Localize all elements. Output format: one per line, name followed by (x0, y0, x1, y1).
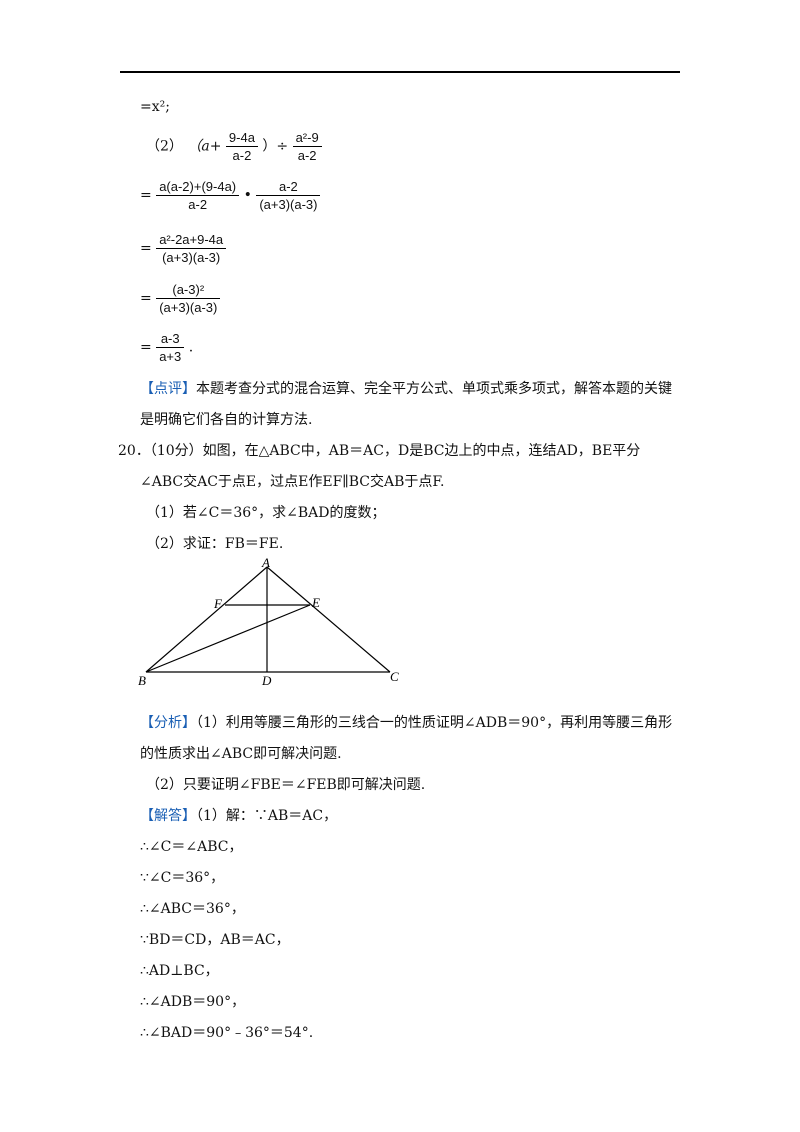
triangle-figure: A F E B D C (138, 555, 399, 688)
fraction: a-3 a+3 (156, 331, 185, 363)
fraction: (a-3)² (a+3)(a-3) (156, 282, 221, 314)
fraction-numerator: a²-2a+9-4a (159, 232, 224, 247)
equals-sign: = (140, 240, 152, 257)
answer-step: ∵∠C＝36°， (140, 870, 225, 886)
label-f: F (213, 596, 223, 611)
label-d: D (261, 673, 272, 688)
step-4: = a-3 a+3 . (140, 332, 193, 363)
fraction-denominator: a-2 (292, 146, 322, 162)
fraction-numerator: a-3 (160, 331, 180, 346)
label-b: B (138, 673, 146, 688)
fraction-numerator: a²-9 (295, 130, 319, 145)
line-x-squared: =x²; (140, 99, 170, 115)
step-1: = a(a-2)+(9-4a) a-2 • a-2 (a+3)(a-3) (140, 179, 321, 211)
answer-step: ∴∠C＝∠ABC， (140, 839, 243, 855)
question-20-line-2: ∠ABC交AC于点E，过点E作EF∥BC交AB于点F. (140, 474, 445, 490)
fraction-numerator: a-2 (279, 179, 298, 194)
answer-step: ∴∠ABC＝36°， (140, 901, 245, 917)
question-20-sub-1: （1）若∠C＝36°，求∠BAD的度数； (146, 505, 386, 521)
answer-step: ∵BD＝CD，AB＝AC， (140, 932, 290, 948)
fraction-denominator: (a+3)(a-3) (256, 195, 321, 211)
comment-text-1: 本题考查分式的混合运算、完全平方公式、单项式乘多项式，解答本题的关键 (196, 381, 672, 397)
multiply-dot: • (243, 187, 252, 204)
part2-expression: （2） （a+ 9-4a a-2 ）÷ a²-9 a-2 (146, 131, 322, 162)
fraction-denominator: (a+3)(a-3) (156, 298, 221, 314)
comment-line-2: 是明确它们各自的计算方法. (140, 412, 313, 428)
fraction: 9-4a a-2 (225, 130, 258, 162)
open-paren: （a+ (187, 138, 222, 155)
period: . (188, 339, 194, 356)
analysis-line-3: （2）只要证明∠FBE＝∠FEB即可解决问题. (146, 777, 426, 793)
label-c: C (390, 669, 399, 684)
segment-be (145, 604, 311, 673)
fraction: a-2 (a+3)(a-3) (256, 179, 321, 211)
fraction-denominator: a-2 (225, 146, 258, 162)
analysis-line-2: 的性质求出∠ABC即可解决问题. (140, 746, 342, 762)
answer-tag: 【解答】 (140, 808, 196, 824)
equals-sign: = (140, 187, 152, 204)
step-3: = (a-3)² (a+3)(a-3) (140, 282, 221, 314)
equals-sign: = (140, 290, 152, 307)
side-ab (145, 566, 268, 673)
fraction-denominator: a+3 (156, 347, 185, 363)
side-ac (266, 566, 391, 673)
fraction-numerator: a(a-2)+(9-4a) (159, 179, 237, 194)
fraction: a(a-2)+(9-4a) a-2 (156, 179, 240, 211)
question-20-sub-2: （2）求证：FB＝FE. (146, 536, 284, 552)
question-20-line-1: 20．（10分）如图，在△ABC中，AB＝AC，D是BC边上的中点，连结AD，B… (118, 443, 641, 459)
answer-step: ∴∠BAD＝90°﹣36°＝54°. (140, 1025, 314, 1041)
equals-sign: = (140, 339, 152, 356)
analysis-tag: 【分析】 (140, 715, 196, 731)
fraction-numerator: 9-4a (228, 130, 255, 145)
step-2: = a²-2a+9-4a (a+3)(a-3) (140, 232, 227, 264)
analysis-text-1: （1）利用等腰三角形的三线合一的性质证明∠ADB＝90°，再利用等腰三角形 (196, 715, 673, 731)
answer-step: ∴AD⊥BC， (140, 963, 219, 979)
fraction: a²-9 a-2 (292, 130, 322, 162)
answer-line-1: 【解答】（1）解：∵AB＝AC， (140, 809, 337, 823)
header-rule (120, 71, 680, 73)
fraction: a²-2a+9-4a (a+3)(a-3) (156, 232, 227, 264)
comment-tag: 【点评】 (140, 381, 196, 397)
analysis-line-1: 【分析】（1）利用等腰三角形的三线合一的性质证明∠ADB＝90°，再利用等腰三角… (140, 716, 672, 730)
fraction-denominator: (a+3)(a-3) (156, 248, 227, 264)
comment-line-1: 【点评】本题考查分式的混合运算、完全平方公式、单项式乘多项式，解答本题的关键 (140, 382, 672, 396)
answer-step: ∴∠ADB＝90°， (140, 994, 246, 1010)
fraction-denominator: a-2 (156, 195, 240, 211)
label-a: A (261, 555, 270, 570)
label-e: E (311, 595, 320, 610)
divide-sign: ）÷ (262, 138, 289, 155)
answer-text-1: （1）解：∵AB＝AC， (196, 808, 338, 824)
part2-label: （2） (146, 138, 183, 155)
fraction-numerator: (a-3)² (172, 282, 205, 297)
